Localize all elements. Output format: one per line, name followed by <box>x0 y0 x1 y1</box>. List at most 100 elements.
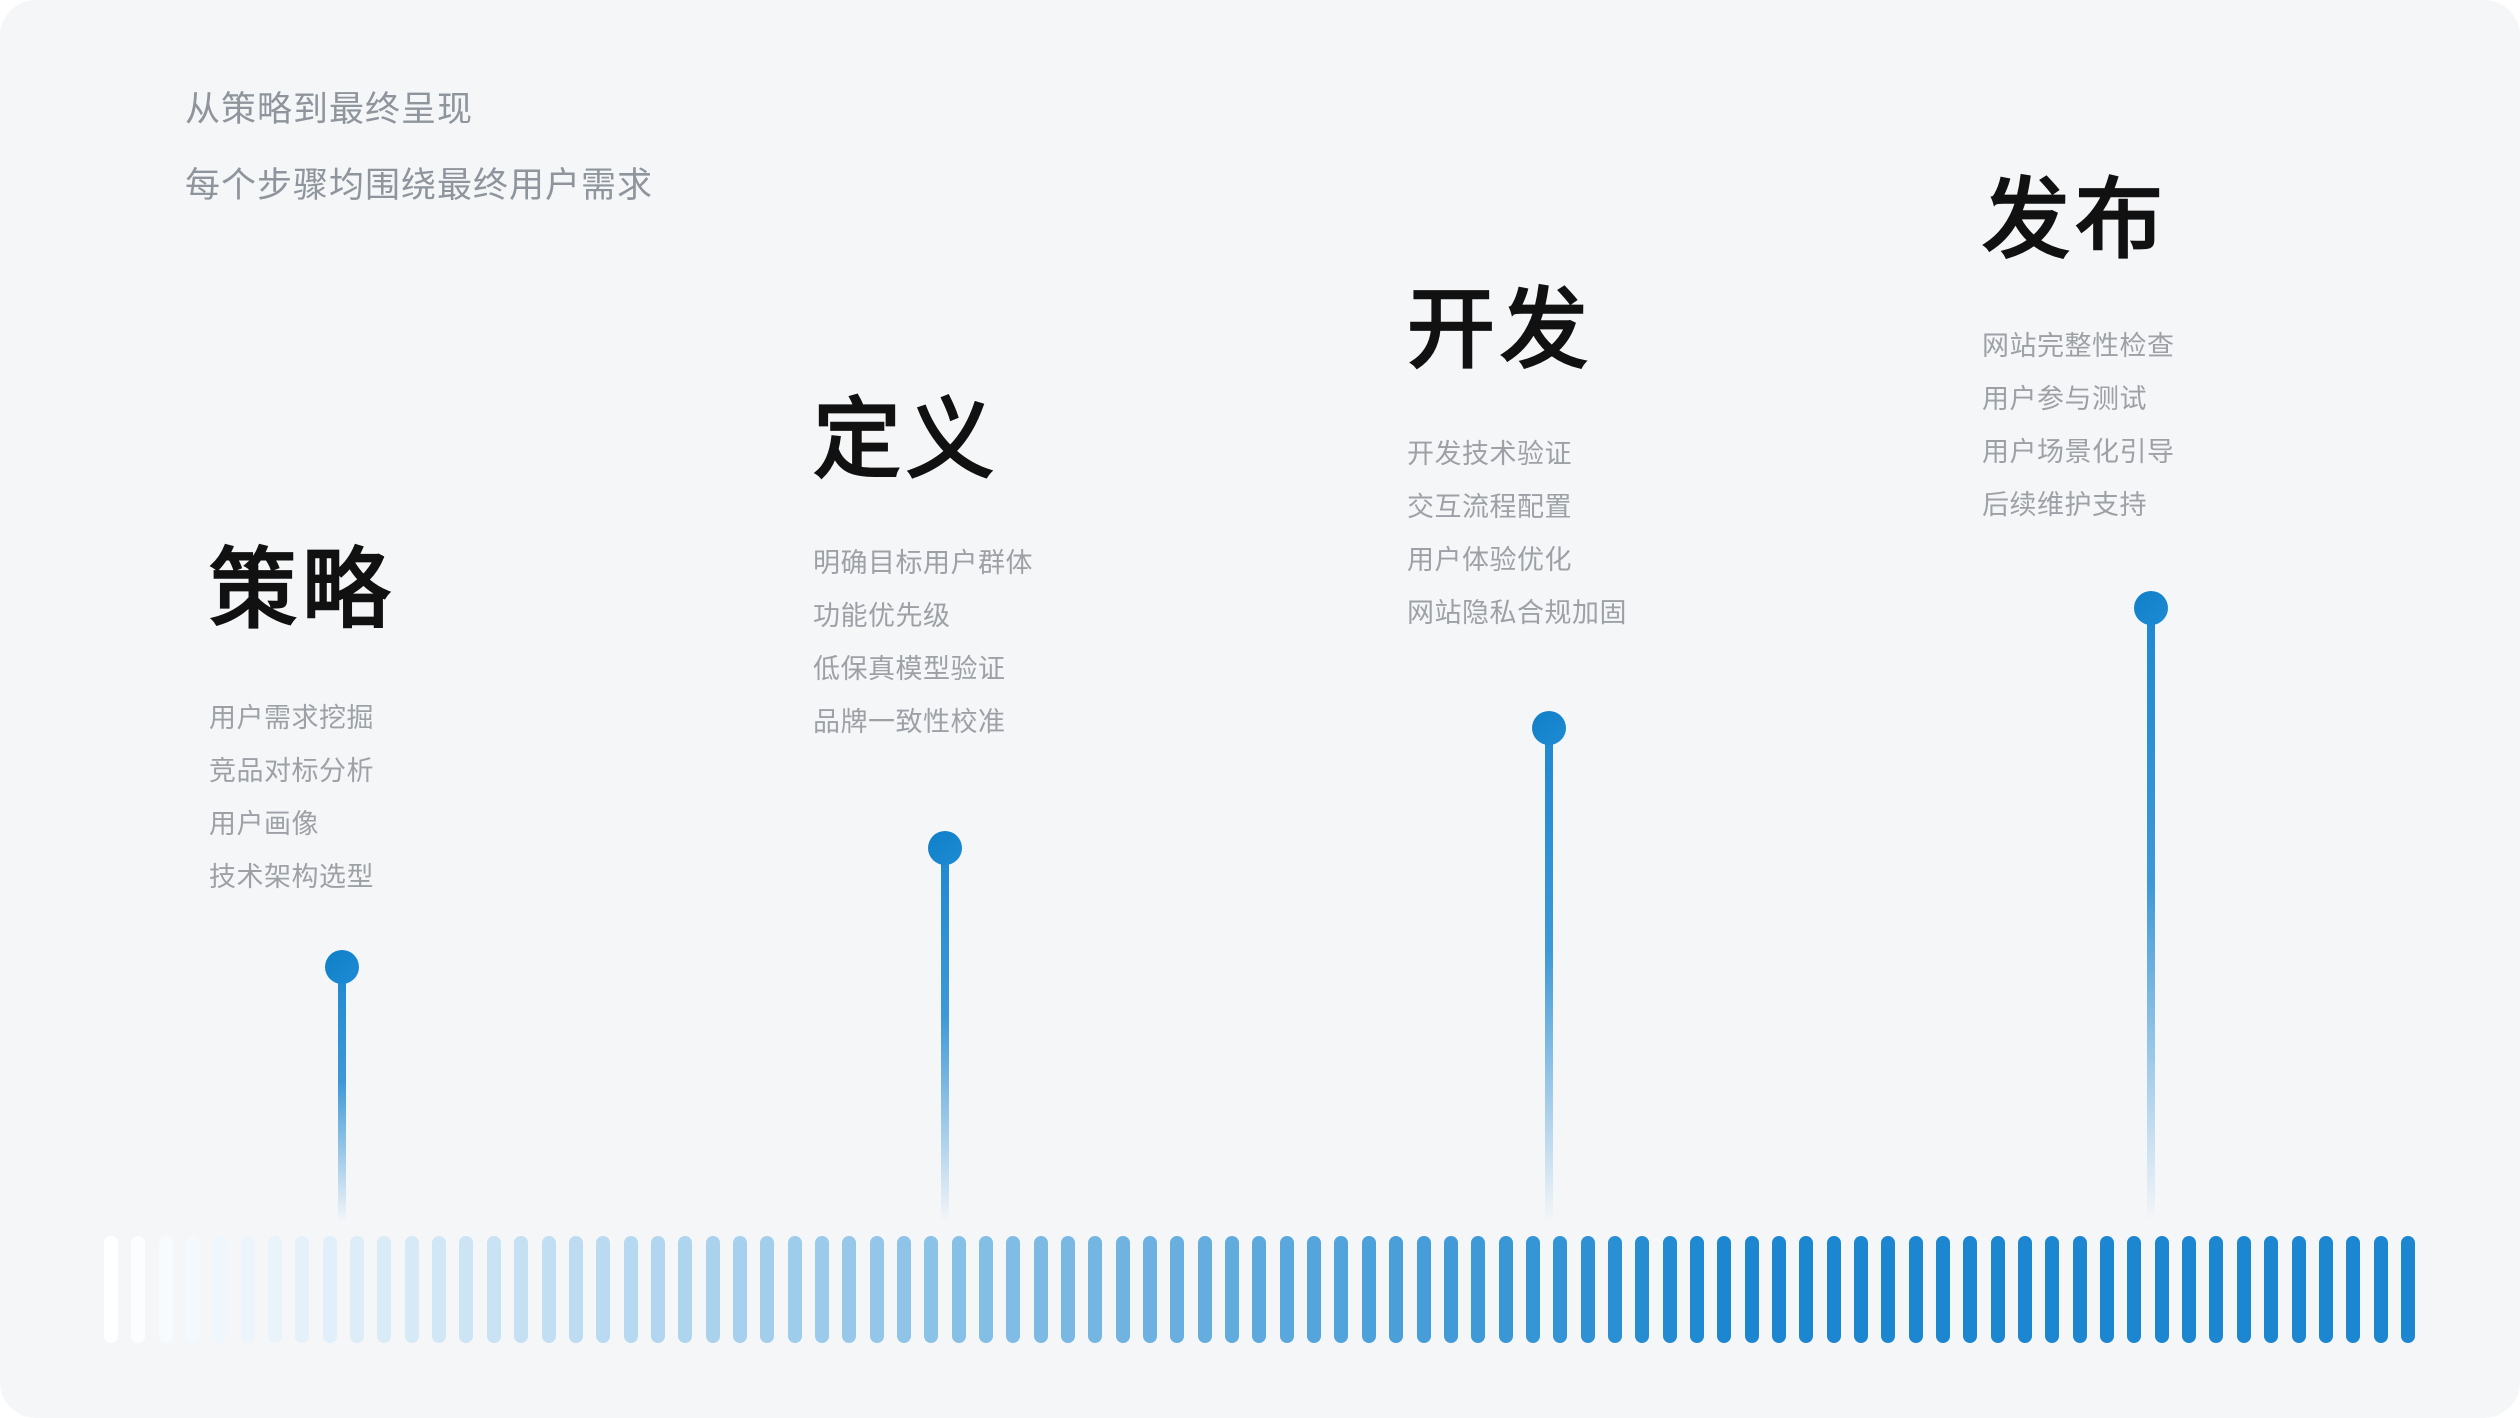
timeline-segment <box>623 1236 638 1343</box>
timeline-segment <box>1771 1236 1786 1343</box>
timeline-segment <box>2127 1236 2142 1343</box>
timeline-segment <box>2318 1236 2333 1343</box>
timeline-segment <box>404 1236 419 1343</box>
timeline-segment <box>760 1236 775 1343</box>
stage-items-launch: 网站完整性检查 用户参与测试 用户场景化引导 后续维护支持 <box>1982 320 2175 532</box>
timeline-segment <box>2373 1236 2388 1343</box>
stage-item: 用户画像 <box>209 809 319 839</box>
timeline-segment <box>2264 1236 2279 1343</box>
stage-title-launch: 发布 <box>1982 170 2169 269</box>
timeline-segment <box>979 1236 993 1343</box>
timeline-segment <box>486 1236 501 1343</box>
timeline-segment <box>1197 1236 1212 1343</box>
timeline-segment <box>350 1236 365 1343</box>
timeline-segment <box>650 1236 665 1343</box>
timeline-segment <box>2072 1236 2087 1343</box>
timeline-segment <box>1635 1236 1650 1343</box>
milestone-stem <box>338 967 346 1222</box>
stage-item: 交互流程配置 <box>1407 492 1572 522</box>
stage-title-develop: 开发 <box>1407 280 1594 379</box>
stage-item: 技术架构选型 <box>209 862 374 892</box>
timeline-segment <box>2100 1236 2115 1343</box>
timeline-segment <box>514 1236 529 1343</box>
stage-items-develop: 开发技术验证 交互流程配置 用户体验优化 网站隐私合规加固 <box>1407 428 1627 640</box>
timeline-segment <box>951 1236 966 1343</box>
timeline-segment <box>158 1236 173 1343</box>
timeline-segment <box>1115 1236 1130 1343</box>
milestone-dot-icon <box>928 831 962 865</box>
stage-item: 用户需求挖掘 <box>209 703 374 733</box>
timeline-segment <box>104 1236 118 1343</box>
timeline-segment <box>2291 1236 2306 1343</box>
stage-item: 网站隐私合规加固 <box>1407 598 1627 628</box>
milestone-stem <box>2147 608 2155 1222</box>
timeline-segment <box>459 1236 474 1343</box>
timeline-segment <box>1799 1236 1814 1343</box>
timeline-segment <box>1689 1236 1704 1343</box>
timeline-segment <box>814 1236 829 1343</box>
stage-item: 开发技术验证 <box>1407 439 1572 469</box>
page-header: 从策略到最终呈现 每个步骤均围绕最终用户需求 <box>185 72 653 224</box>
timeline-segment <box>377 1236 392 1343</box>
timeline-segment <box>1881 1236 1896 1343</box>
timeline-segment <box>732 1236 747 1343</box>
timeline-segment <box>1361 1236 1376 1343</box>
timeline-segment <box>568 1236 583 1343</box>
timeline-segment <box>240 1236 255 1343</box>
timeline-segment <box>268 1236 283 1343</box>
stage-item: 后续维护支持 <box>1982 490 2147 520</box>
timeline-segment <box>705 1236 720 1343</box>
stage-title-define: 定义 <box>813 390 1000 489</box>
timeline-segment <box>186 1236 201 1343</box>
timeline-segment <box>1908 1236 1923 1343</box>
timeline-segment <box>2182 1236 2197 1343</box>
timeline-segment <box>1717 1236 1732 1343</box>
timeline-gradient-bar <box>104 1236 2416 1343</box>
timeline-segment <box>1854 1236 1868 1343</box>
timeline-segment <box>1279 1236 1294 1343</box>
stage-item: 品牌一致性校准 <box>813 707 1006 737</box>
stage-item: 竞品对标分析 <box>209 756 374 786</box>
timeline-segment <box>1334 1236 1349 1343</box>
timeline-segment <box>1744 1236 1759 1343</box>
timeline-segment <box>1826 1236 1841 1343</box>
stage-item: 用户场景化引导 <box>1982 437 2175 467</box>
timeline-segment <box>1498 1236 1513 1343</box>
timeline-segment <box>1990 1236 2005 1343</box>
stage-items-define: 明确目标用户群体 功能优先级 低保真模型验证 品牌一致性校准 <box>813 537 1033 749</box>
timeline-segment <box>924 1236 939 1343</box>
timeline-segment <box>2045 1236 2060 1343</box>
timeline-segment <box>1389 1236 1404 1343</box>
timeline-segment <box>596 1236 611 1343</box>
timeline-segment <box>2236 1236 2251 1343</box>
milestone-dot-icon <box>1532 711 1566 745</box>
timeline-segment <box>1088 1236 1103 1343</box>
timeline-segment <box>1307 1236 1322 1343</box>
header-line2: 每个步骤均围绕最终用户需求 <box>185 166 654 205</box>
timeline-segment <box>787 1236 802 1343</box>
stage-item: 用户参与测试 <box>1982 384 2147 414</box>
stage-title-strategy: 策略 <box>209 540 396 639</box>
timeline-segment <box>1033 1236 1048 1343</box>
stage-item: 低保真模型验证 <box>813 654 1006 684</box>
timeline-segment <box>2346 1236 2361 1343</box>
milestone-stem <box>1545 728 1553 1222</box>
timeline-segment <box>1607 1236 1622 1343</box>
timeline-segment <box>1525 1236 1540 1343</box>
timeline-segment <box>2400 1236 2415 1343</box>
timeline-segment <box>432 1236 447 1343</box>
timeline-segment <box>1006 1236 1021 1343</box>
timeline-segment <box>1143 1236 1158 1343</box>
milestone-dot-icon <box>325 950 359 984</box>
stage-item: 用户体验优化 <box>1407 545 1572 575</box>
timeline-segment <box>2209 1236 2224 1343</box>
timeline-segment <box>1443 1236 1458 1343</box>
milestone-stem <box>941 848 949 1222</box>
timeline-segment <box>896 1236 911 1343</box>
timeline-segment <box>1471 1236 1486 1343</box>
stage-item: 网站完整性检查 <box>1982 331 2175 361</box>
timeline-segment <box>869 1236 884 1343</box>
timeline-segment <box>295 1236 310 1343</box>
timeline-segment <box>1662 1236 1677 1343</box>
timeline-segment <box>678 1236 693 1343</box>
